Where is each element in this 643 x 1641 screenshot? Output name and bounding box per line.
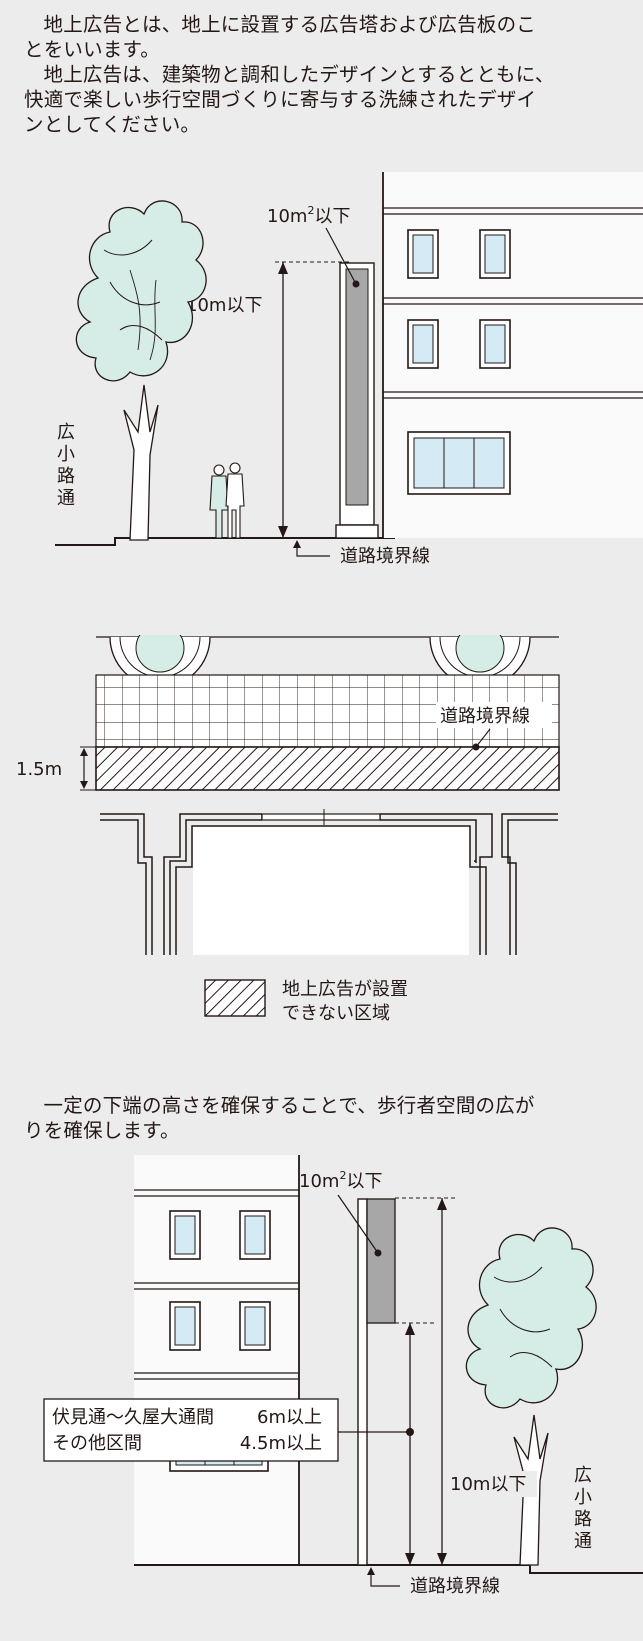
window (169, 1301, 201, 1351)
window (169, 1210, 201, 1260)
window (407, 229, 439, 279)
tree (75, 200, 207, 541)
height-dimension-arrow (278, 262, 288, 538)
clearance-rule-callout: 伏見通～久屋大通間 6m以上 その他区間 4.5m以上 (43, 1398, 410, 1462)
elevation-diagram-ground-sign: 10m以下 10m2以下 広 小 路 通 道路境界線 (55, 172, 643, 567)
intro-line-5: ンとしてください。 (24, 113, 201, 136)
building-footprint (100, 809, 558, 955)
rule-2-section: その他区間 (52, 1433, 142, 1454)
svg-text:通: 通 (574, 1531, 592, 1552)
intro-line-4: 快適で楽しい歩行空間づくりに寄与する洗練されたデザイ (24, 88, 537, 111)
window (239, 1301, 271, 1351)
area-label: 10m2以下 (267, 204, 350, 227)
sign-tower (335, 262, 379, 539)
intro-paragraph: 地上広告とは、地上に設置する広告塔および広告板のこ とをいいます。 地上広告は、… (24, 12, 624, 137)
road-boundary-pointer (293, 540, 330, 557)
rule-2-value: 4.5m以上 (240, 1433, 322, 1454)
ground-line (55, 537, 395, 546)
area-label: 10m2以下 (299, 1169, 382, 1192)
protruding-sign-panel (366, 1198, 396, 1324)
height-label: 10m以下 (186, 295, 262, 316)
svg-text:通: 通 (57, 488, 75, 509)
plan-diagram-restricted-zone: 道路境界線 1.5m 地上広告が設置 できない区域 (16, 635, 560, 1024)
building (134, 1155, 300, 1565)
road-boundary-label: 道路境界線 (340, 546, 430, 567)
svg-text:路: 路 (574, 1509, 592, 1530)
restricted-zone-hatch (95, 746, 560, 791)
setback-label: 1.5m (16, 759, 62, 780)
ground-line (134, 1564, 643, 1574)
svg-text:小: 小 (574, 1487, 592, 1508)
middle-paragraph: 一定の下端の高さを確保することで、歩行者空間の広が りを確保します。 (24, 1093, 624, 1143)
setback-dimension-arrow (80, 746, 96, 791)
pedestrians (209, 462, 245, 539)
rule-1-value: 6m以上 (257, 1407, 322, 1428)
intro-line-3: 地上広告は、建築物と調和したデザインとするとともに、 (43, 63, 555, 86)
sign-pole (357, 1198, 396, 1566)
intro-line-2: とをいいます。 (24, 38, 160, 61)
building (382, 172, 643, 538)
legend-line-2: できない区域 (282, 1003, 390, 1024)
middle-line-1: 一定の下端の高さを確保することで、歩行者空間の広が (43, 1094, 535, 1117)
shop-window (407, 431, 511, 495)
road-boundary-label: 道路境界線 (440, 706, 530, 727)
svg-text:路: 路 (57, 466, 75, 487)
window (479, 319, 511, 369)
legend-hatch-swatch (204, 979, 266, 1017)
area-leader-line (325, 227, 360, 288)
svg-text:小: 小 (57, 444, 75, 465)
intro-line-1: 地上広告とは、地上に設置する広告塔および広告板のこ (43, 13, 537, 36)
legend-line-1: 地上広告が設置 (282, 979, 408, 1000)
area-leader-line (337, 1194, 382, 1257)
window (407, 319, 439, 369)
height-dimension-arrow (437, 1198, 447, 1565)
svg-text:広: 広 (57, 422, 75, 443)
svg-text:広: 広 (574, 1465, 592, 1486)
street-name-label: 広 小 路 通 (57, 422, 75, 509)
clearance-dimension-arrow (405, 1323, 415, 1565)
window (479, 229, 511, 279)
road-boundary-pointer (367, 1567, 400, 1587)
window (239, 1210, 271, 1260)
middle-line-2: りを確保します。 (24, 1119, 180, 1142)
road-boundary-label: 道路境界線 (410, 1576, 500, 1597)
road-boundary-leader (472, 728, 491, 751)
street-name-label: 広 小 路 通 (574, 1465, 592, 1552)
rule-1-section: 伏見通～久屋大通間 (52, 1407, 214, 1428)
elevation-diagram-clearance: 10m2以下 伏見通～久屋大通間 6m以上 その他区間 4.5m以上 10m以下… (43, 1155, 643, 1597)
height-label: 10m以下 (450, 1474, 526, 1495)
